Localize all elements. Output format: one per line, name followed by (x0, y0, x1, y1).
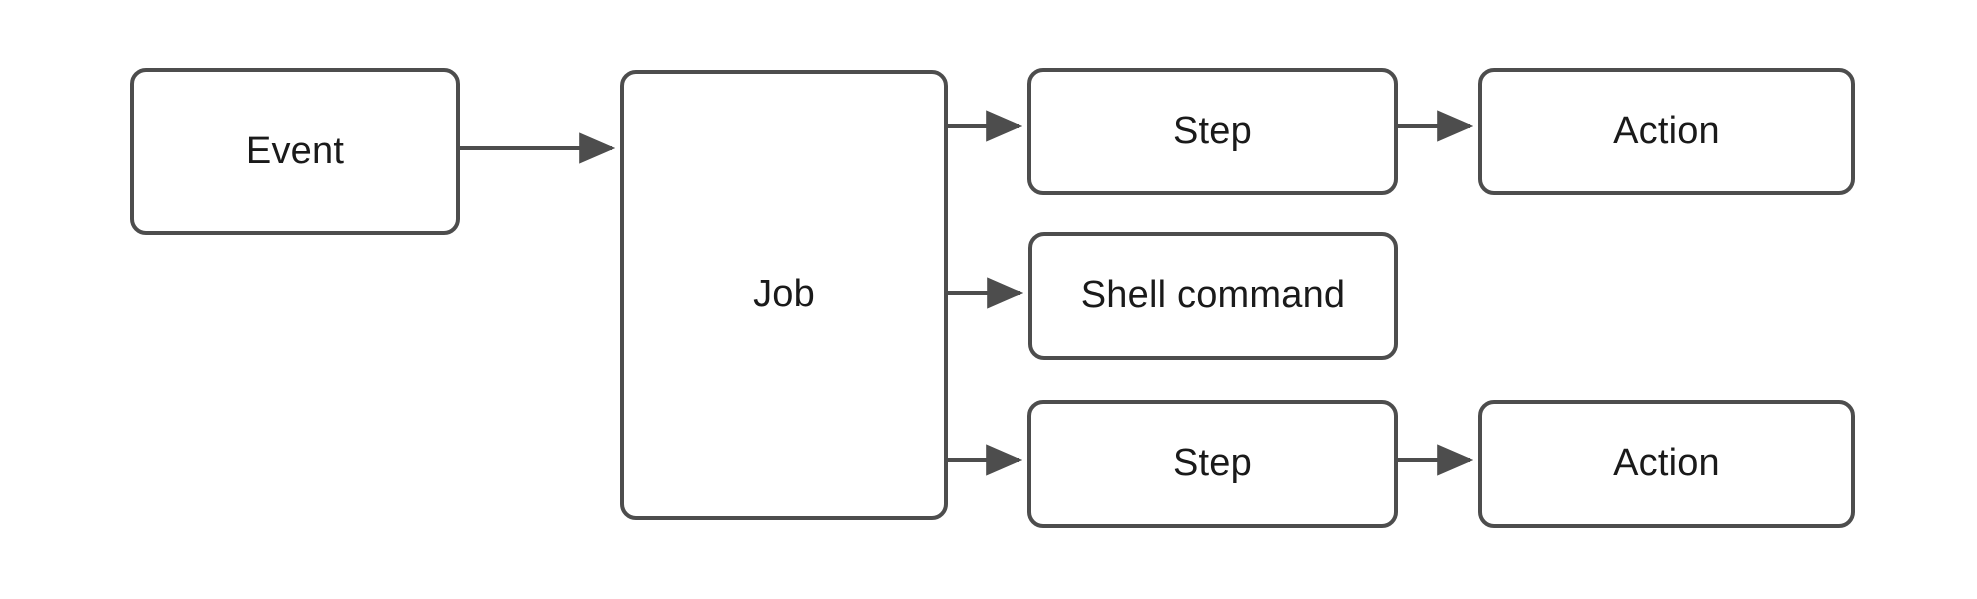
node-action-bottom[interactable]: Action (1478, 400, 1855, 528)
node-event-label: Event (245, 129, 345, 172)
node-event[interactable]: Event (130, 68, 460, 235)
node-action-top[interactable]: Action (1478, 68, 1855, 195)
node-action-bottom-label: Action (1613, 442, 1720, 485)
node-shell-command-label: Shell command (1080, 274, 1346, 317)
node-step-bottom[interactable]: Step (1027, 400, 1398, 528)
node-job[interactable]: Job (620, 70, 948, 520)
node-action-top-label: Action (1613, 109, 1720, 152)
node-step-top-label: Step (1173, 109, 1252, 152)
node-step-top[interactable]: Step (1027, 68, 1398, 195)
node-job-label: Job (753, 273, 815, 316)
node-shell-command[interactable]: Shell command (1028, 232, 1398, 360)
node-step-bottom-label: Step (1173, 442, 1252, 485)
